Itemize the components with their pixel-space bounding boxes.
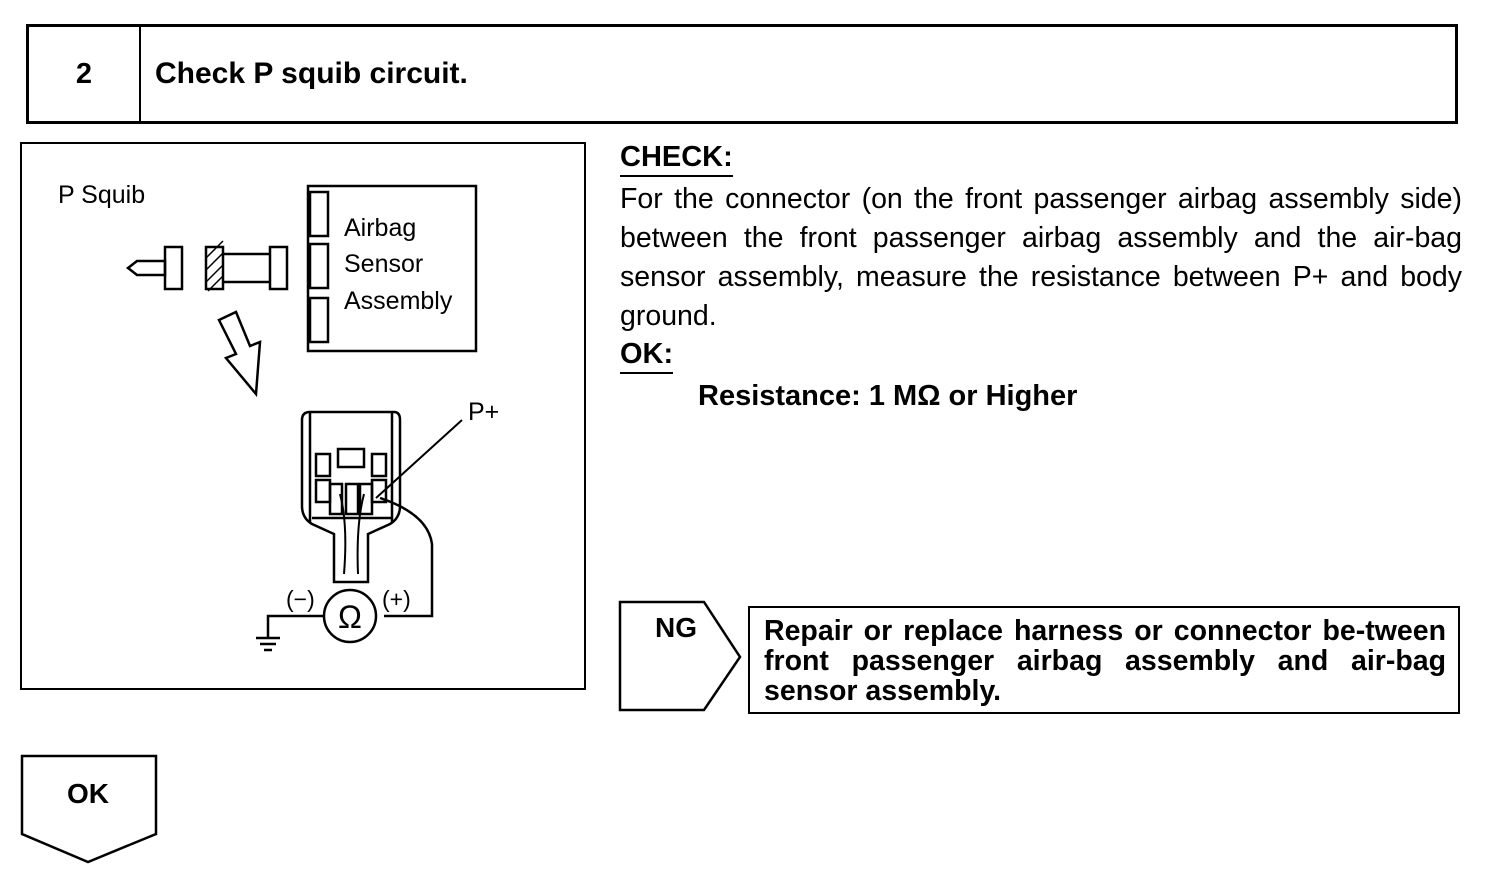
sensor-connector-slot [308, 296, 330, 344]
down-arrow-icon [217, 310, 262, 398]
sensor-connector-slot [308, 242, 330, 290]
ng-label: NG [655, 612, 697, 643]
ok-flow-label: OK [67, 778, 109, 809]
ok-specification: Resistance: 1 MΩ or Higher [698, 380, 1078, 412]
sensor-label-line: Assembly [344, 287, 453, 315]
meter-negative-lead [266, 614, 324, 638]
squib-label: P Squib [58, 181, 145, 209]
squib-connector-left [125, 245, 184, 291]
sensor-label-line: Airbag [344, 214, 416, 242]
squib-connector-right [204, 240, 289, 292]
ok-heading: OK: [620, 337, 674, 374]
ohm-symbol: Ω [338, 599, 362, 635]
meter-positive-label: (+) [382, 586, 411, 612]
check-instructions: For the connector (on the front passenge… [620, 183, 1462, 332]
connector-diagram-svg: P Squib Airbag Sensor Assembly P+ (−) (+… [58, 181, 499, 652]
ground-icon [256, 636, 280, 652]
sensor-label-line: Sensor [344, 250, 423, 278]
connector-face [300, 410, 402, 584]
step-header: 2 Check P squib circuit. [26, 24, 1458, 124]
sensor-assembly-box [306, 184, 478, 353]
step-title: Check P squib circuit. [155, 57, 468, 90]
meter-positive-lead [379, 496, 434, 618]
meter-negative-label: (−) [286, 586, 315, 612]
sensor-connector-slot [308, 190, 330, 238]
terminal-leader-line [375, 419, 463, 499]
check-heading: CHECK: [620, 140, 733, 177]
terminal-label: P+ [468, 398, 499, 426]
ok-arrow-shape [20, 754, 158, 864]
ng-action-box: Repair or replace harness or connector b… [748, 606, 1460, 714]
ng-arrow-shape [618, 600, 742, 712]
connector-diagram: P Squib Airbag Sensor Assembly P+ (−) (+… [20, 142, 586, 690]
step-number: 2 [29, 27, 141, 121]
